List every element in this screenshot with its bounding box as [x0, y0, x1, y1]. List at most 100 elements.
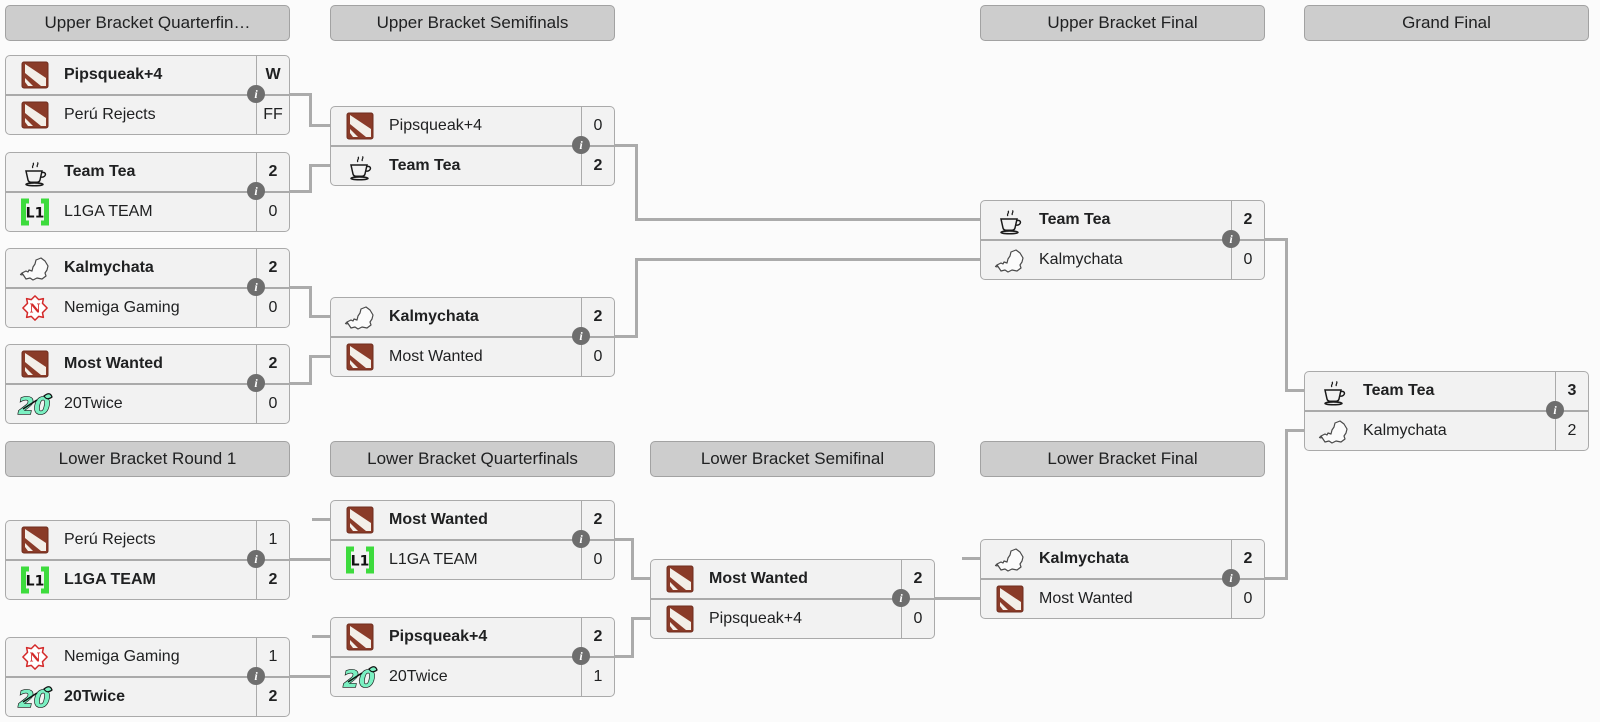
- match-info-icon[interactable]: i: [1546, 401, 1564, 419]
- team-name: Perú Rejects: [64, 106, 156, 123]
- teacup-icon: [1305, 376, 1363, 406]
- bracket-connector-line: [1284, 428, 1288, 580]
- dota-icon: [651, 605, 709, 633]
- bracket-connector-line: [308, 354, 312, 385]
- nemiga-icon: N: [6, 643, 64, 671]
- bracket-connector-line: [1265, 576, 1286, 580]
- team-row[interactable]: Team Tea 3: [1305, 372, 1588, 410]
- bracket-connector-line: [290, 189, 310, 193]
- team-name: Kalmychata: [1363, 422, 1447, 439]
- team-row[interactable]: Most Wanted 0: [331, 336, 614, 376]
- bracket-connector-line: [630, 537, 634, 580]
- match-info-icon[interactable]: i: [572, 327, 590, 345]
- team-score: 0: [581, 541, 614, 579]
- team-name: Team Tea: [389, 157, 461, 174]
- match-info-icon[interactable]: i: [1222, 230, 1240, 248]
- team-name: Kalmychata: [389, 308, 479, 325]
- team-score: 2: [581, 298, 614, 336]
- team-score: 2: [581, 147, 614, 185]
- team-score: 2: [901, 560, 934, 598]
- match-info-icon[interactable]: i: [572, 530, 590, 548]
- round-header-lbqf: Lower Bracket Quarterfinals: [330, 441, 615, 477]
- match-info-icon[interactable]: i: [572, 647, 590, 665]
- team-name: Team Tea: [1363, 382, 1435, 399]
- bracket-connector-line: [308, 163, 312, 193]
- team-row[interactable]: Kalmychata 2: [331, 298, 614, 336]
- bracket-connector-line: [290, 285, 310, 289]
- team-name: Most Wanted: [64, 355, 163, 372]
- team-name: Nemiga Gaming: [64, 648, 180, 665]
- bracket-connector-line: [615, 654, 632, 658]
- bracket-connector-line: [290, 674, 330, 678]
- svg-text:20: 20: [18, 394, 50, 419]
- kalmykia-map-icon: [981, 246, 1039, 274]
- svg-text:N: N: [29, 302, 40, 316]
- bracket-connector-line: [290, 557, 330, 561]
- svg-text:N: N: [29, 651, 40, 665]
- team-score: 0: [256, 385, 289, 423]
- bracket-connector-line: [290, 92, 310, 96]
- match-info-icon[interactable]: i: [247, 374, 265, 392]
- bracket-connector-line: [634, 257, 638, 338]
- bracket-connector-line: [634, 143, 638, 221]
- dota-icon: [6, 526, 64, 554]
- match-info-icon[interactable]: i: [247, 278, 265, 296]
- match-info-icon[interactable]: i: [892, 589, 910, 607]
- match-info-icon[interactable]: i: [247, 667, 265, 685]
- team-name: Perú Rejects: [64, 531, 156, 548]
- team-score: 0: [1231, 241, 1264, 279]
- team-row[interactable]: Most Wanted 2: [6, 345, 289, 383]
- match-info-icon[interactable]: i: [1222, 569, 1240, 587]
- team-score: 3: [1555, 372, 1588, 410]
- bracket-connector-line: [636, 257, 980, 261]
- team-name: Team Tea: [64, 163, 136, 180]
- bracket-connector-line: [935, 596, 980, 600]
- match-info-icon[interactable]: i: [572, 136, 590, 154]
- match-info-icon[interactable]: i: [247, 85, 265, 103]
- bracket-connector-line: [308, 285, 312, 318]
- team-row[interactable]: Team Tea 2: [331, 145, 614, 185]
- team-score: 0: [581, 338, 614, 376]
- team-score: 0: [1231, 580, 1264, 618]
- teacup-icon: [981, 205, 1039, 235]
- team-name: Team Tea: [1039, 211, 1111, 228]
- match-info-icon[interactable]: i: [247, 550, 265, 568]
- team-score: 2: [1231, 540, 1264, 578]
- round-header-ubf: Upper Bracket Final: [980, 5, 1265, 41]
- match-info-icon[interactable]: i: [247, 182, 265, 200]
- team-name: Most Wanted: [389, 348, 483, 365]
- bracket-connector-line: [1286, 428, 1304, 432]
- round-header-ubqf: Upper Bracket Quarterfin…: [5, 5, 290, 41]
- team-score: 0: [581, 107, 614, 145]
- dota-icon: [331, 112, 389, 140]
- team-score: 2: [256, 345, 289, 383]
- bracket-connector-line: [962, 556, 980, 560]
- round-header-lbsf: Lower Bracket Semifinal: [650, 441, 935, 477]
